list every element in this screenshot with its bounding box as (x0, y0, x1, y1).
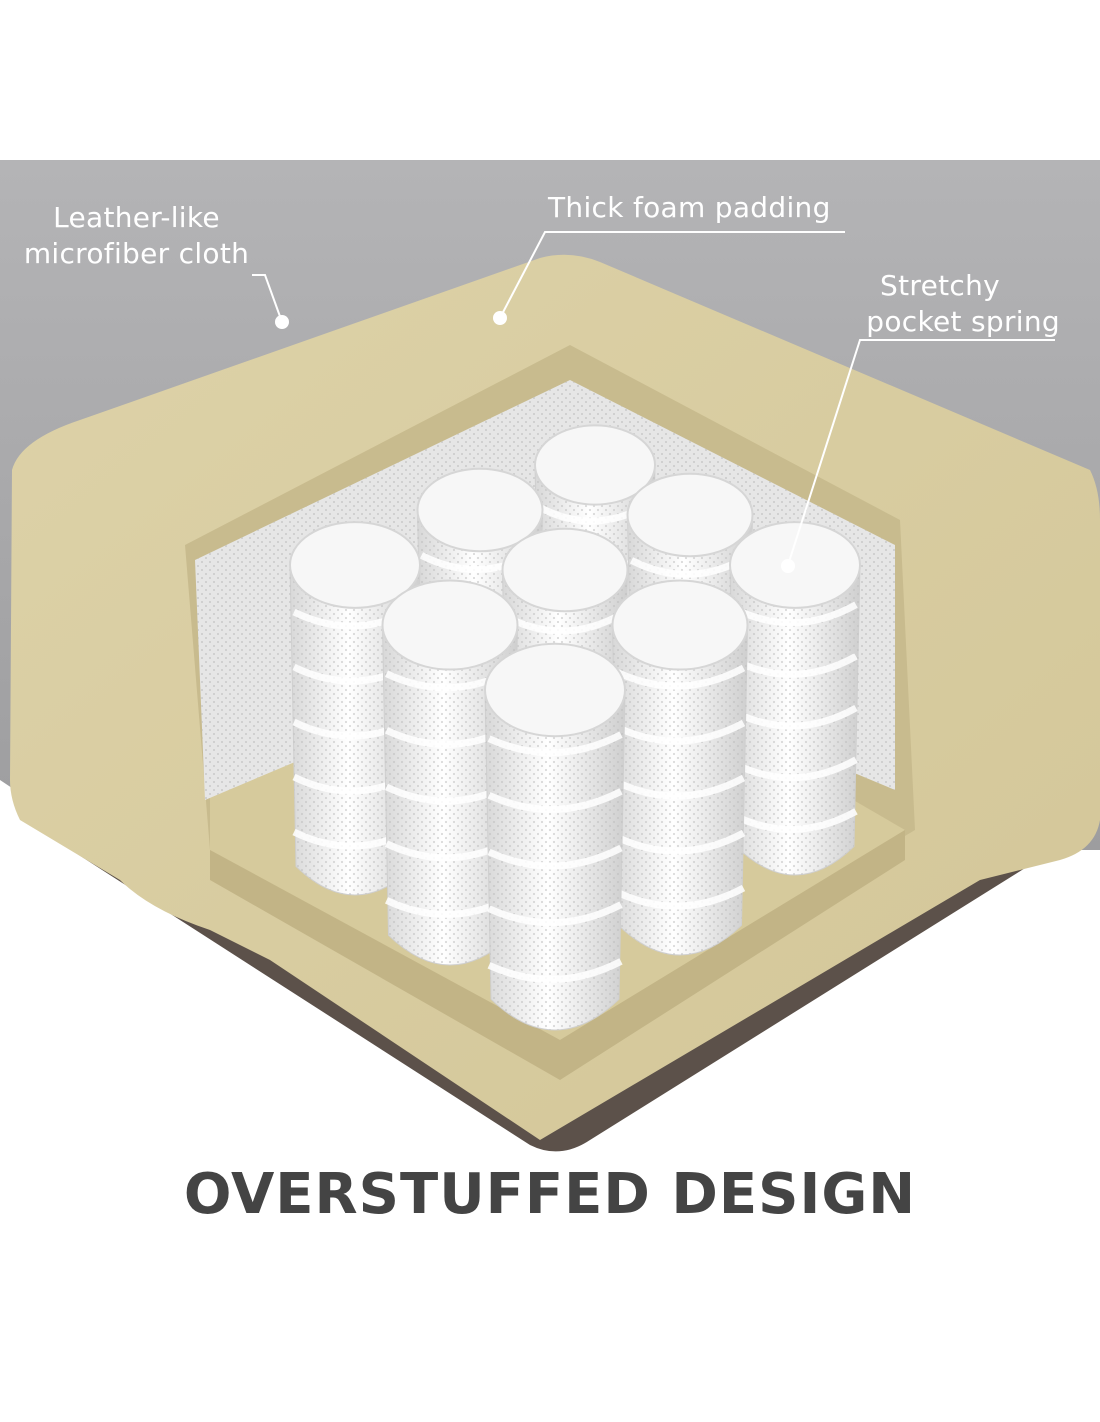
foam-marker-dot (493, 311, 507, 325)
callout-foam: Thick foam padding (548, 190, 831, 226)
callout-microfiber: Leather-like microfiber cloth (14, 200, 259, 272)
callout-microfiber-line1: Leather-like (53, 201, 220, 234)
pocket-spring (484, 642, 626, 1031)
microfiber-marker-dot (275, 315, 289, 329)
pocket-spring (611, 579, 749, 956)
pocket-springs (289, 424, 861, 1031)
foam-bottom-edge (210, 830, 905, 1080)
floor-area (0, 780, 1100, 1262)
pocket-spring (381, 579, 519, 966)
callout-spring: Stretchy pocket spring (820, 268, 1060, 340)
headline: OVERSTUFFED DESIGN (183, 1162, 917, 1227)
callout-lines (252, 231, 1055, 566)
spring-marker-dot (781, 559, 795, 573)
callout-spring-line1: Stretchy (880, 269, 1000, 302)
callout-foam-line1: Thick foam padding (548, 191, 831, 224)
callout-spring-line2: pocket spring (866, 305, 1060, 338)
pocket-spring (729, 521, 861, 876)
callout-microfiber-line2: microfiber cloth (23, 237, 250, 270)
